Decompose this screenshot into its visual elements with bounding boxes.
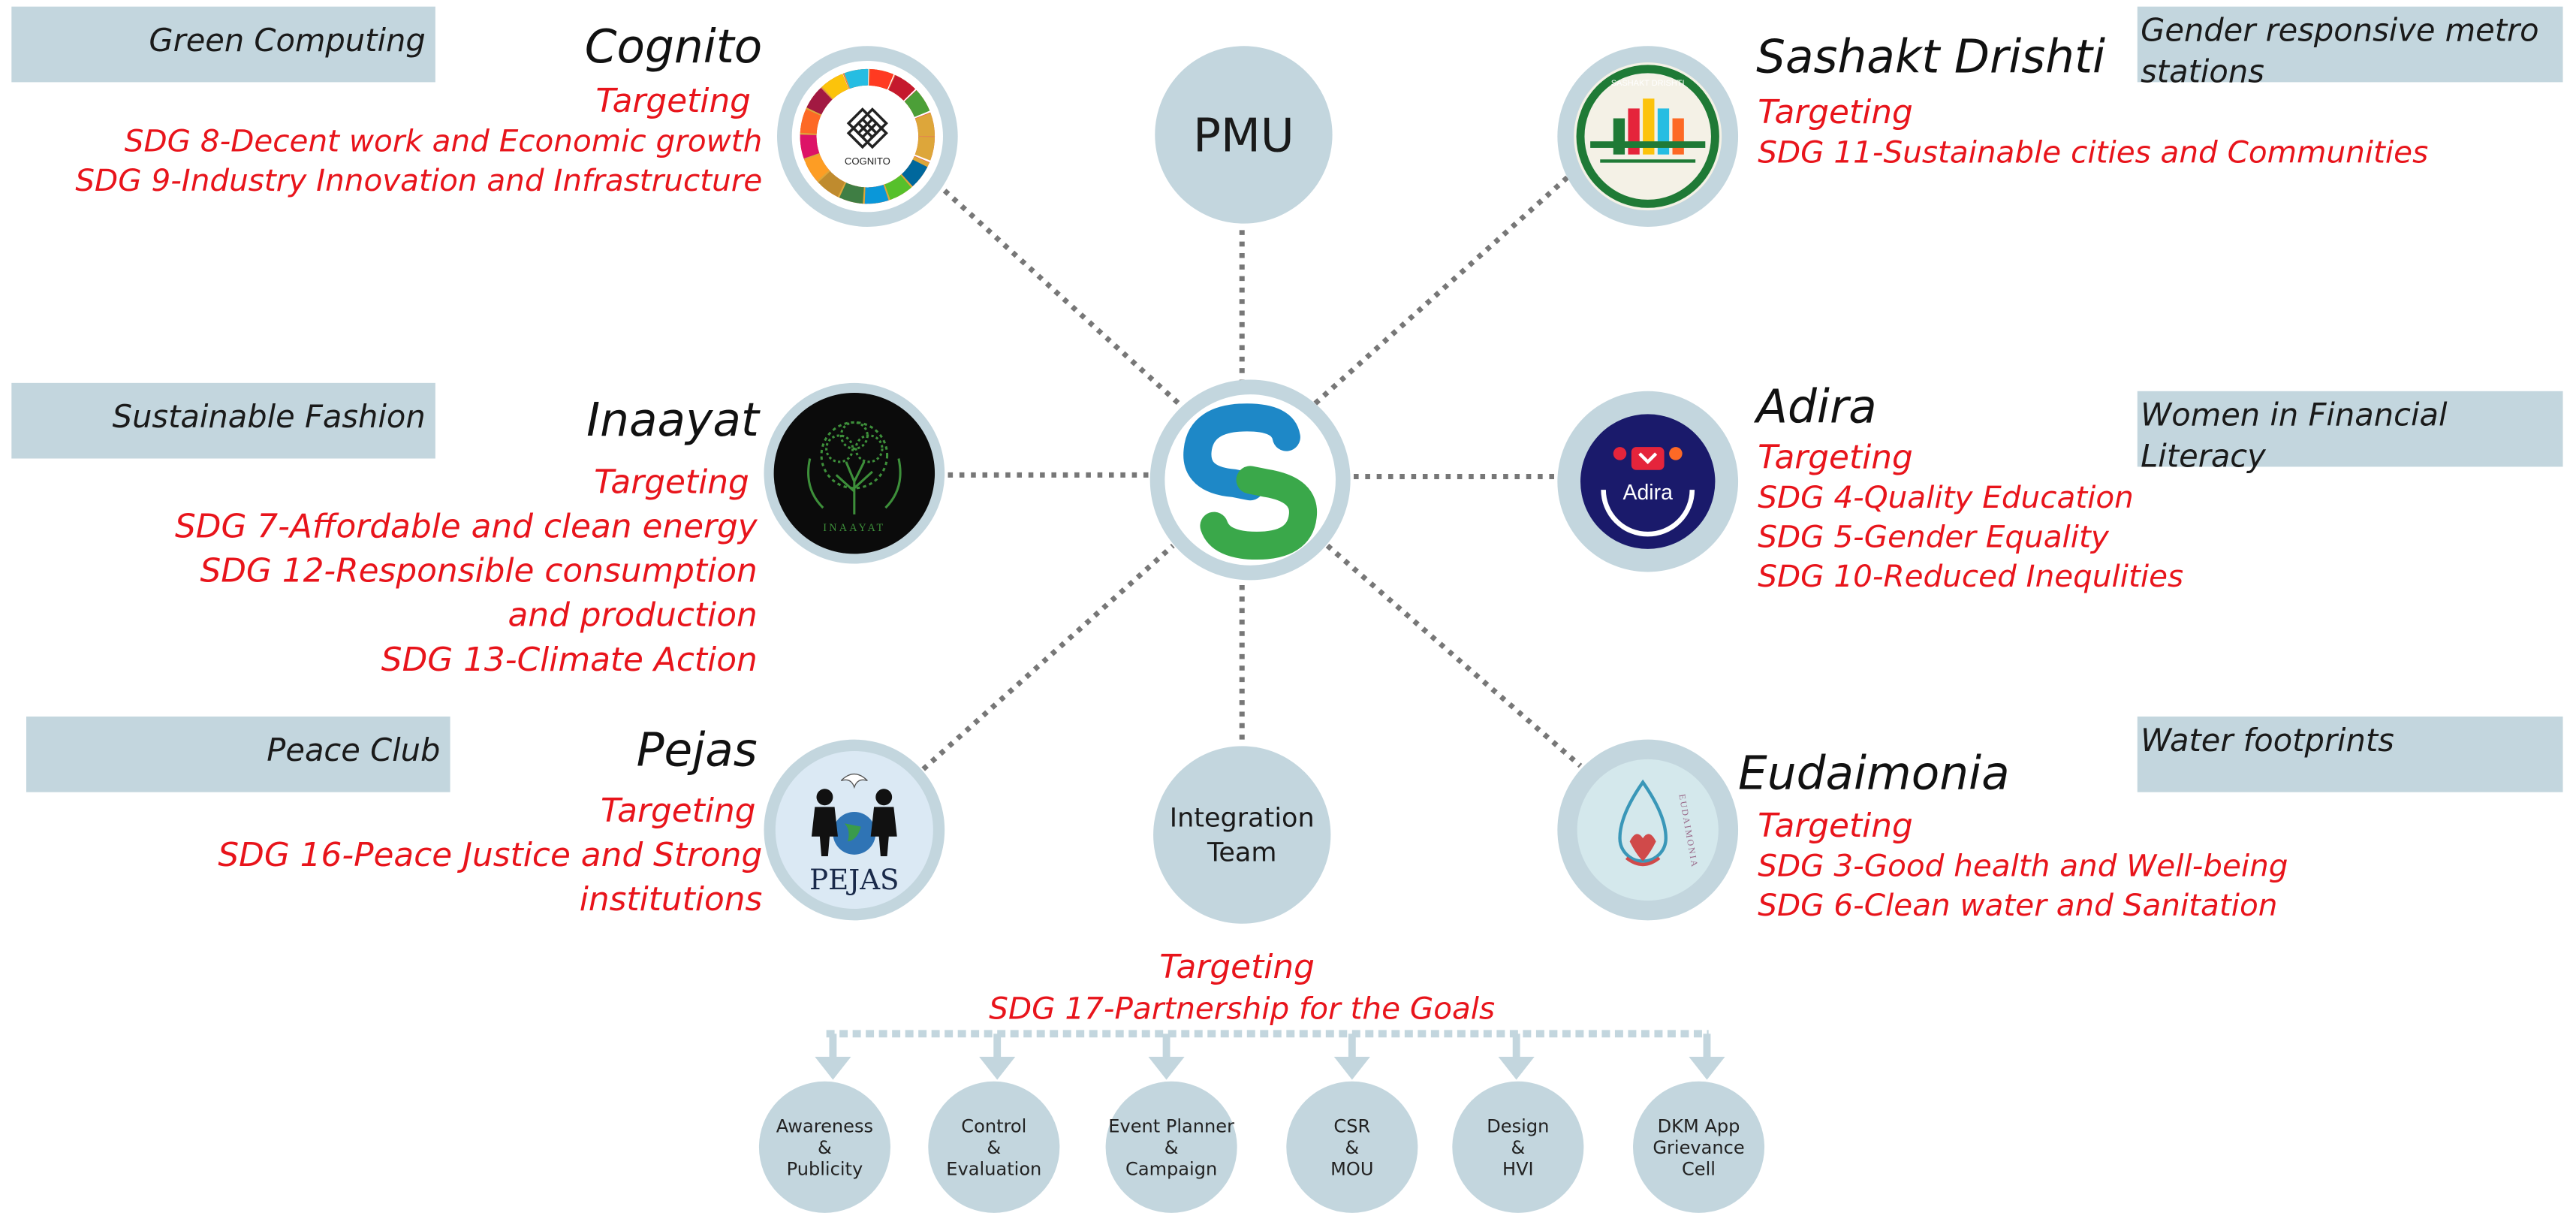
eudaimonia-sdg-2: SDG 6-Clean water and Sanitation	[1758, 889, 2278, 924]
inaayat-logo-text: INAAYAT	[823, 522, 885, 534]
pejas-targeting: Targeting	[601, 790, 756, 831]
cognito-sdg-2: SDG 9-Industry Innovation and Infrastruc…	[75, 164, 763, 199]
eudaimonia-targeting: Targeting	[1758, 805, 1913, 845]
eudaimonia-logo-text: EUDAIMONIA	[1677, 793, 1700, 869]
inaayat-sdg-1: SDG 7-Affordable and clean energy	[175, 505, 758, 546]
adira-sdg-2: SDG 5-Gender Equality	[1758, 521, 2109, 556]
sashakt-logo-text: SASHAKT DRISHTI	[1611, 79, 1685, 88]
connector-sashakt	[1312, 175, 1569, 406]
integration-targeting: Targeting	[1159, 946, 1315, 986]
eudaimonia-title: Eudaimonia	[1738, 746, 2010, 801]
inaayat-sdg-3: and production	[508, 595, 758, 635]
pmu-node: PMU	[1155, 46, 1333, 224]
adira-sdg-1: SDG 4-Quality Education	[1758, 481, 2134, 517]
sashakt-targeting: Targeting	[1758, 92, 1913, 132]
adira-targeting: Targeting	[1758, 437, 1913, 477]
sub-team-csr: CSR&MOU	[1286, 1081, 1418, 1213]
pejas-sdg-1: SDG 16-Peace Justice and Strong	[218, 834, 763, 875]
inaayat-sdg-4: SDG 13-Climate Action	[381, 639, 758, 679]
sub-team-design: Design&HVI	[1452, 1081, 1584, 1213]
pejas-title: Pejas	[636, 723, 758, 777]
inaayat-tag: Sustainable Fashion	[11, 382, 435, 459]
cognito-sdg-1: SDG 8-Decent work and Economic growth	[124, 125, 763, 160]
sashakt-sdg-1: SDG 11-Sustainable cities and Communitie…	[1758, 136, 2429, 171]
sub-team-arrows	[815, 1056, 1725, 1080]
inaayat-title: Inaayat	[586, 392, 759, 448]
inaayat-sdg-2: SDG 12-Responsible consumption	[200, 551, 758, 590]
sub-team-event-planner: Event Planner&Campaign	[1105, 1081, 1237, 1213]
eudaimonia-logo: EUDAIMONIA	[1557, 739, 1739, 921]
eudaimonia-tag: Water footprints	[2137, 717, 2563, 792]
adira-title: Adira	[1756, 379, 1877, 434]
central-logo	[1149, 379, 1351, 581]
arrow-3	[1148, 1056, 1185, 1080]
arrow-6	[1689, 1056, 1725, 1080]
sashakt-logo: SASHAKT DRISHTI	[1557, 46, 1739, 227]
integration-team-node: Integration Team	[1153, 746, 1331, 924]
integration-sdg: SDG 17-Partnership for the Goals	[989, 992, 1496, 1027]
inaayat-targeting: Targeting	[594, 461, 749, 502]
cognito-targeting: Targeting	[595, 80, 751, 120]
cognito-logo-text: COGNITO	[845, 155, 890, 167]
connector-pejas	[921, 543, 1175, 771]
arrow-5	[1498, 1056, 1535, 1080]
cognito-title: Cognito	[584, 20, 763, 74]
arrow-1	[815, 1056, 851, 1080]
eudaimonia-sdg-1: SDG 3-Good health and Well-being	[1758, 849, 2288, 885]
cognito-logo: COGNITO	[776, 46, 958, 227]
pejas-tag: Peace Club	[26, 717, 450, 792]
pejas-logo-text: PEJAS	[809, 863, 899, 896]
sub-team-control: Control&Evaluation	[928, 1081, 1060, 1213]
pejas-sdg-2: institutions	[579, 879, 763, 919]
adira-logo-text: Adira	[1623, 481, 1674, 505]
cognito-tag: Green Computing	[11, 6, 435, 83]
inaayat-logo: INAAYAT	[764, 382, 945, 564]
connector-cognito	[942, 189, 1182, 406]
adira-sdg-3: SDG 10-Reduced Inequlities	[1758, 560, 2184, 596]
connector-eudaimonia	[1325, 543, 1583, 768]
pejas-logo: PEJAS	[764, 739, 945, 921]
arrow-4	[1333, 1056, 1370, 1080]
arrow-2	[979, 1056, 1016, 1080]
adira-logo: Adira	[1557, 391, 1739, 572]
sub-team-awareness: Awareness&Publicity	[758, 1081, 890, 1213]
sashakt-title: Sashakt Drishti	[1756, 29, 2106, 84]
